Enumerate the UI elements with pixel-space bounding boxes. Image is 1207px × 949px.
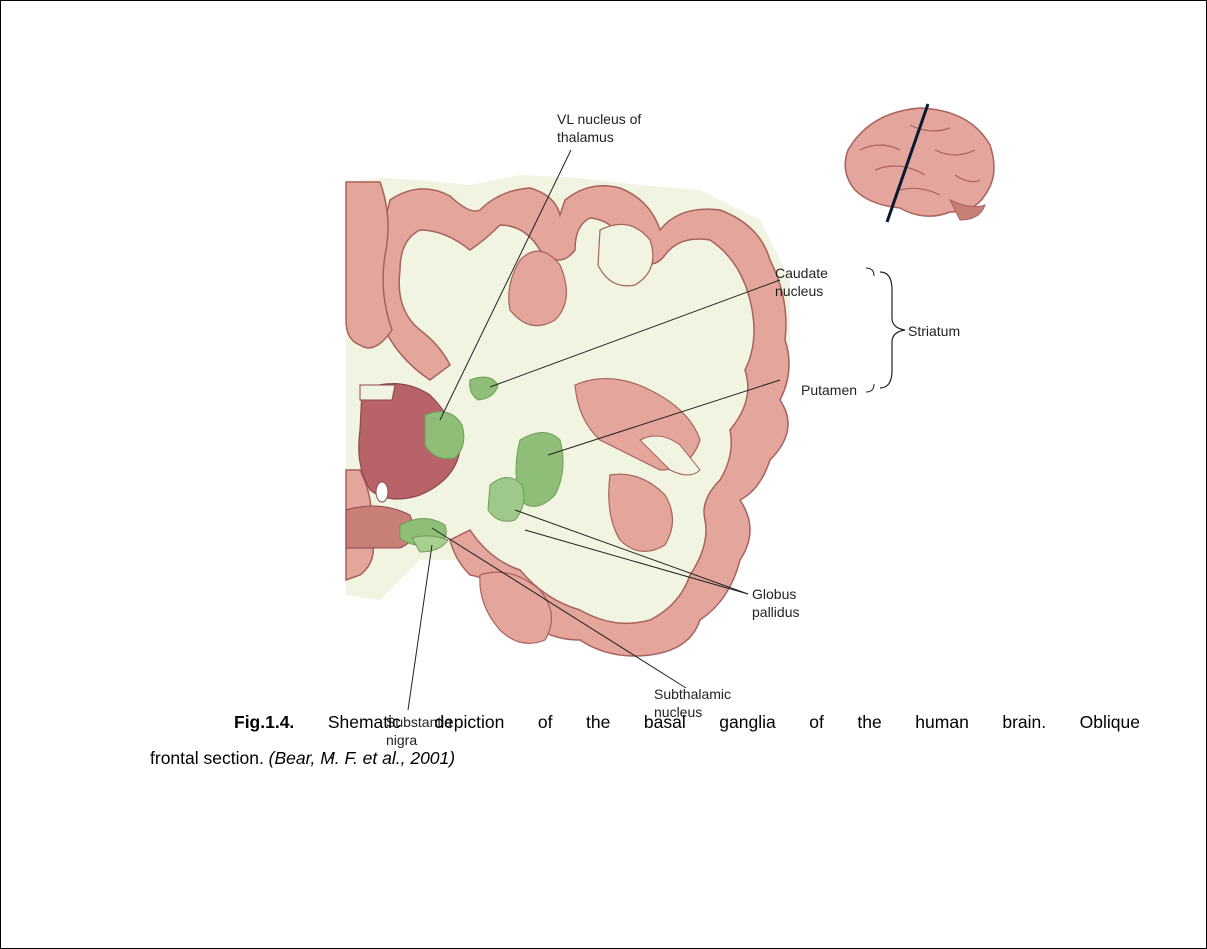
- globus-pallidus-label: Globus pallidus: [752, 585, 799, 621]
- caption-text: Shematic depiction of the basal ganglia …: [294, 712, 1140, 732]
- striatum-label: Striatum: [908, 322, 960, 340]
- brain-orientation-icon: [845, 104, 994, 222]
- figure-number: Fig.1.4.: [234, 712, 294, 732]
- caption-text-2: frontal section.: [150, 748, 269, 768]
- caption-line-1: Fig.1.4. Shematic depiction of the basal…: [150, 704, 1140, 740]
- figure-caption: Fig.1.4. Shematic depiction of the basal…: [150, 704, 1150, 776]
- coronal-brain-section: [346, 175, 790, 656]
- vl-nucleus-label: VL nucleus of thalamus: [557, 110, 641, 146]
- caption-citation: (Bear, M. F. et al., 2001): [269, 748, 455, 768]
- globus-pallidus: [488, 478, 524, 522]
- putamen-label: Putamen: [801, 381, 857, 399]
- caption-line-2: frontal section. (Bear, M. F. et al., 20…: [150, 740, 1150, 776]
- striatum-brace: [880, 272, 905, 388]
- caudate-nucleus-label: Caudate nucleus: [775, 264, 828, 300]
